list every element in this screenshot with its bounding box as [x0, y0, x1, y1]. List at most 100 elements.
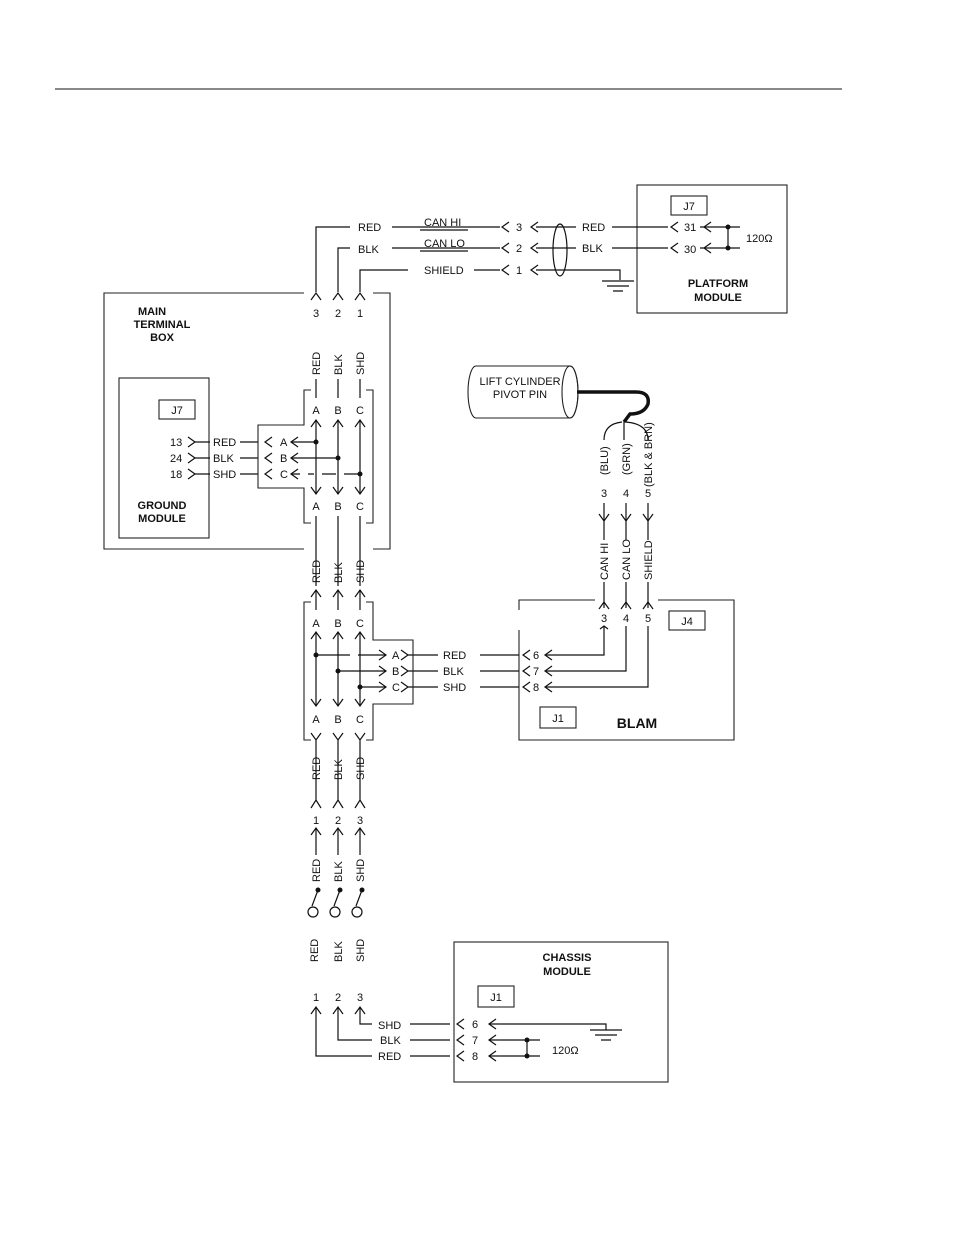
blam-title: BLAM	[617, 715, 657, 731]
ground-letter-a: A	[280, 437, 288, 449]
lower-wire-shd-3: SHD	[355, 939, 367, 962]
lead-wires	[603, 503, 649, 608]
lead-color-grn: (GRN)	[621, 443, 633, 475]
main-terminal-box	[103, 292, 391, 550]
blam-pin-7: 7	[533, 666, 539, 678]
blam-wire-red: RED	[443, 650, 466, 662]
lead-signal-can-hi: CAN HI	[599, 543, 611, 580]
mtb-lower-arrows	[310, 588, 410, 708]
ground-connector-label: J7	[171, 405, 183, 417]
main-terminal-title-1: MAIN	[138, 306, 166, 318]
lower-pin-1a: 1	[313, 815, 319, 827]
platform-connector-box	[670, 195, 708, 216]
blam-j1-box	[539, 706, 577, 729]
chassis-pin-8: 8	[472, 1051, 478, 1063]
lower-wire-red-2: RED	[311, 859, 323, 882]
top-right-red: RED	[582, 222, 605, 234]
ground-letter-c: C	[280, 469, 288, 481]
switch-ring-1	[307, 906, 319, 918]
top-can-hi-label: CAN HI	[424, 217, 461, 229]
platform-module-box	[636, 184, 788, 314]
mtb-upper-dot-b	[335, 455, 341, 461]
lift-cylinder-cable	[577, 390, 650, 424]
platform-connector-label: J7	[683, 201, 695, 213]
blam-j1-label: J1	[552, 713, 564, 725]
blam-external-wires	[408, 654, 519, 688]
mtb-lower-dot-a	[313, 652, 319, 658]
mtb-upper-letter-a1: A	[312, 405, 320, 417]
mtb-lower-letter-a1: A	[312, 618, 320, 630]
ground-pin-13: 13	[170, 437, 182, 449]
mtb-upper-connector-bracket	[257, 389, 374, 524]
mtb-upper-dot-a	[313, 439, 319, 445]
lower-wire-shd-1: SHD	[355, 757, 367, 780]
platform-pin-30: 30	[684, 244, 696, 256]
blam-box	[518, 599, 735, 741]
ground-pin-arrows	[187, 436, 197, 480]
lower-wire-blk-3: BLK	[333, 941, 345, 962]
mtb-upper-arrows	[289, 418, 366, 496]
lower-wire-red-1: RED	[311, 757, 323, 780]
blam-j4-box	[668, 610, 706, 631]
lower-column-wires-2	[310, 826, 366, 855]
mtb-upper-letter-b1: B	[334, 405, 341, 417]
ground-module-title-2: MODULE	[138, 513, 186, 525]
lower-pin-2b: 2	[335, 992, 341, 1004]
mtb-lower-letter-c2: C	[356, 714, 364, 726]
blam-internal-arrows	[543, 625, 609, 693]
chassis-resistor-dot-2	[524, 1053, 530, 1059]
lead-color-blu: (BLU)	[599, 446, 611, 475]
ground-connector-arrows	[263, 436, 273, 480]
blam-letter-c: C	[392, 682, 400, 694]
chassis-wire-red: RED	[378, 1051, 401, 1063]
ground-module-wires	[195, 441, 258, 475]
lead-pin-3: 3	[601, 488, 607, 500]
mtb-wire-shd-2: SHD	[355, 560, 367, 583]
top-pin-2: 2	[516, 243, 522, 255]
mtb-lower-dot-c	[357, 684, 363, 690]
chassis-ground-symbol	[590, 1029, 622, 1041]
lift-cylinder-end	[561, 365, 579, 419]
switch-ring-2	[329, 906, 341, 918]
lower-column-wires-1	[310, 732, 366, 809]
chassis-resistor-label: 120Ω	[552, 1045, 579, 1057]
blam-internal-wires	[546, 626, 649, 688]
platform-resistor-wires	[700, 226, 740, 249]
top-right-blk: BLK	[582, 243, 603, 255]
mtb-lower-dot-b	[335, 668, 341, 674]
chassis-internal-wires	[489, 1023, 607, 1057]
chassis-pin-7: 7	[472, 1035, 478, 1047]
switch-arms	[311, 889, 363, 907]
platform-module-title-2: MODULE	[694, 292, 742, 304]
chassis-module-box	[453, 941, 669, 1083]
chassis-wire-blk: BLK	[380, 1035, 401, 1047]
mtb-lower-letter-a2: A	[312, 714, 320, 726]
chassis-resistor-dot-1	[524, 1037, 530, 1043]
blam-wire-blk: BLK	[443, 666, 464, 678]
mtb-wire-blk-1: BLK	[333, 354, 345, 375]
main-terminal-title-3: BOX	[150, 332, 175, 344]
top-pin-1: 1	[516, 265, 522, 277]
mtb-lower-internal-wires	[315, 591, 386, 706]
top-can-wires	[315, 226, 668, 292]
platform-arrows	[669, 221, 712, 254]
ground-wire-shd: SHD	[213, 469, 236, 481]
chassis-connector-label: J1	[490, 992, 502, 1004]
mtb-lower-column-wires	[315, 516, 361, 586]
blam-pin-8: 8	[533, 682, 539, 694]
chassis-module-title-1: CHASSIS	[543, 952, 592, 964]
blam-j4-pin-4: 4	[623, 613, 629, 625]
mtb-lower-letter-b1: B	[334, 618, 341, 630]
blam-letter-a: A	[392, 650, 400, 662]
lead-signal-shield: SHIELD	[643, 540, 655, 580]
lift-cylinder-leads	[603, 421, 649, 441]
blam-j4-pin-5: 5	[645, 613, 651, 625]
ground-wire-red: RED	[213, 437, 236, 449]
lead-pin-5: 5	[645, 488, 651, 500]
lift-cylinder-label-1: LIFT CYLINDER	[479, 376, 560, 388]
chassis-connector-box	[477, 985, 515, 1008]
platform-resistor-dot-1	[725, 224, 731, 230]
mtb-top-arrows	[310, 291, 366, 301]
lower-wire-blk-1: BLK	[333, 759, 345, 780]
lead-signal-can-lo: CAN LO	[621, 539, 633, 580]
